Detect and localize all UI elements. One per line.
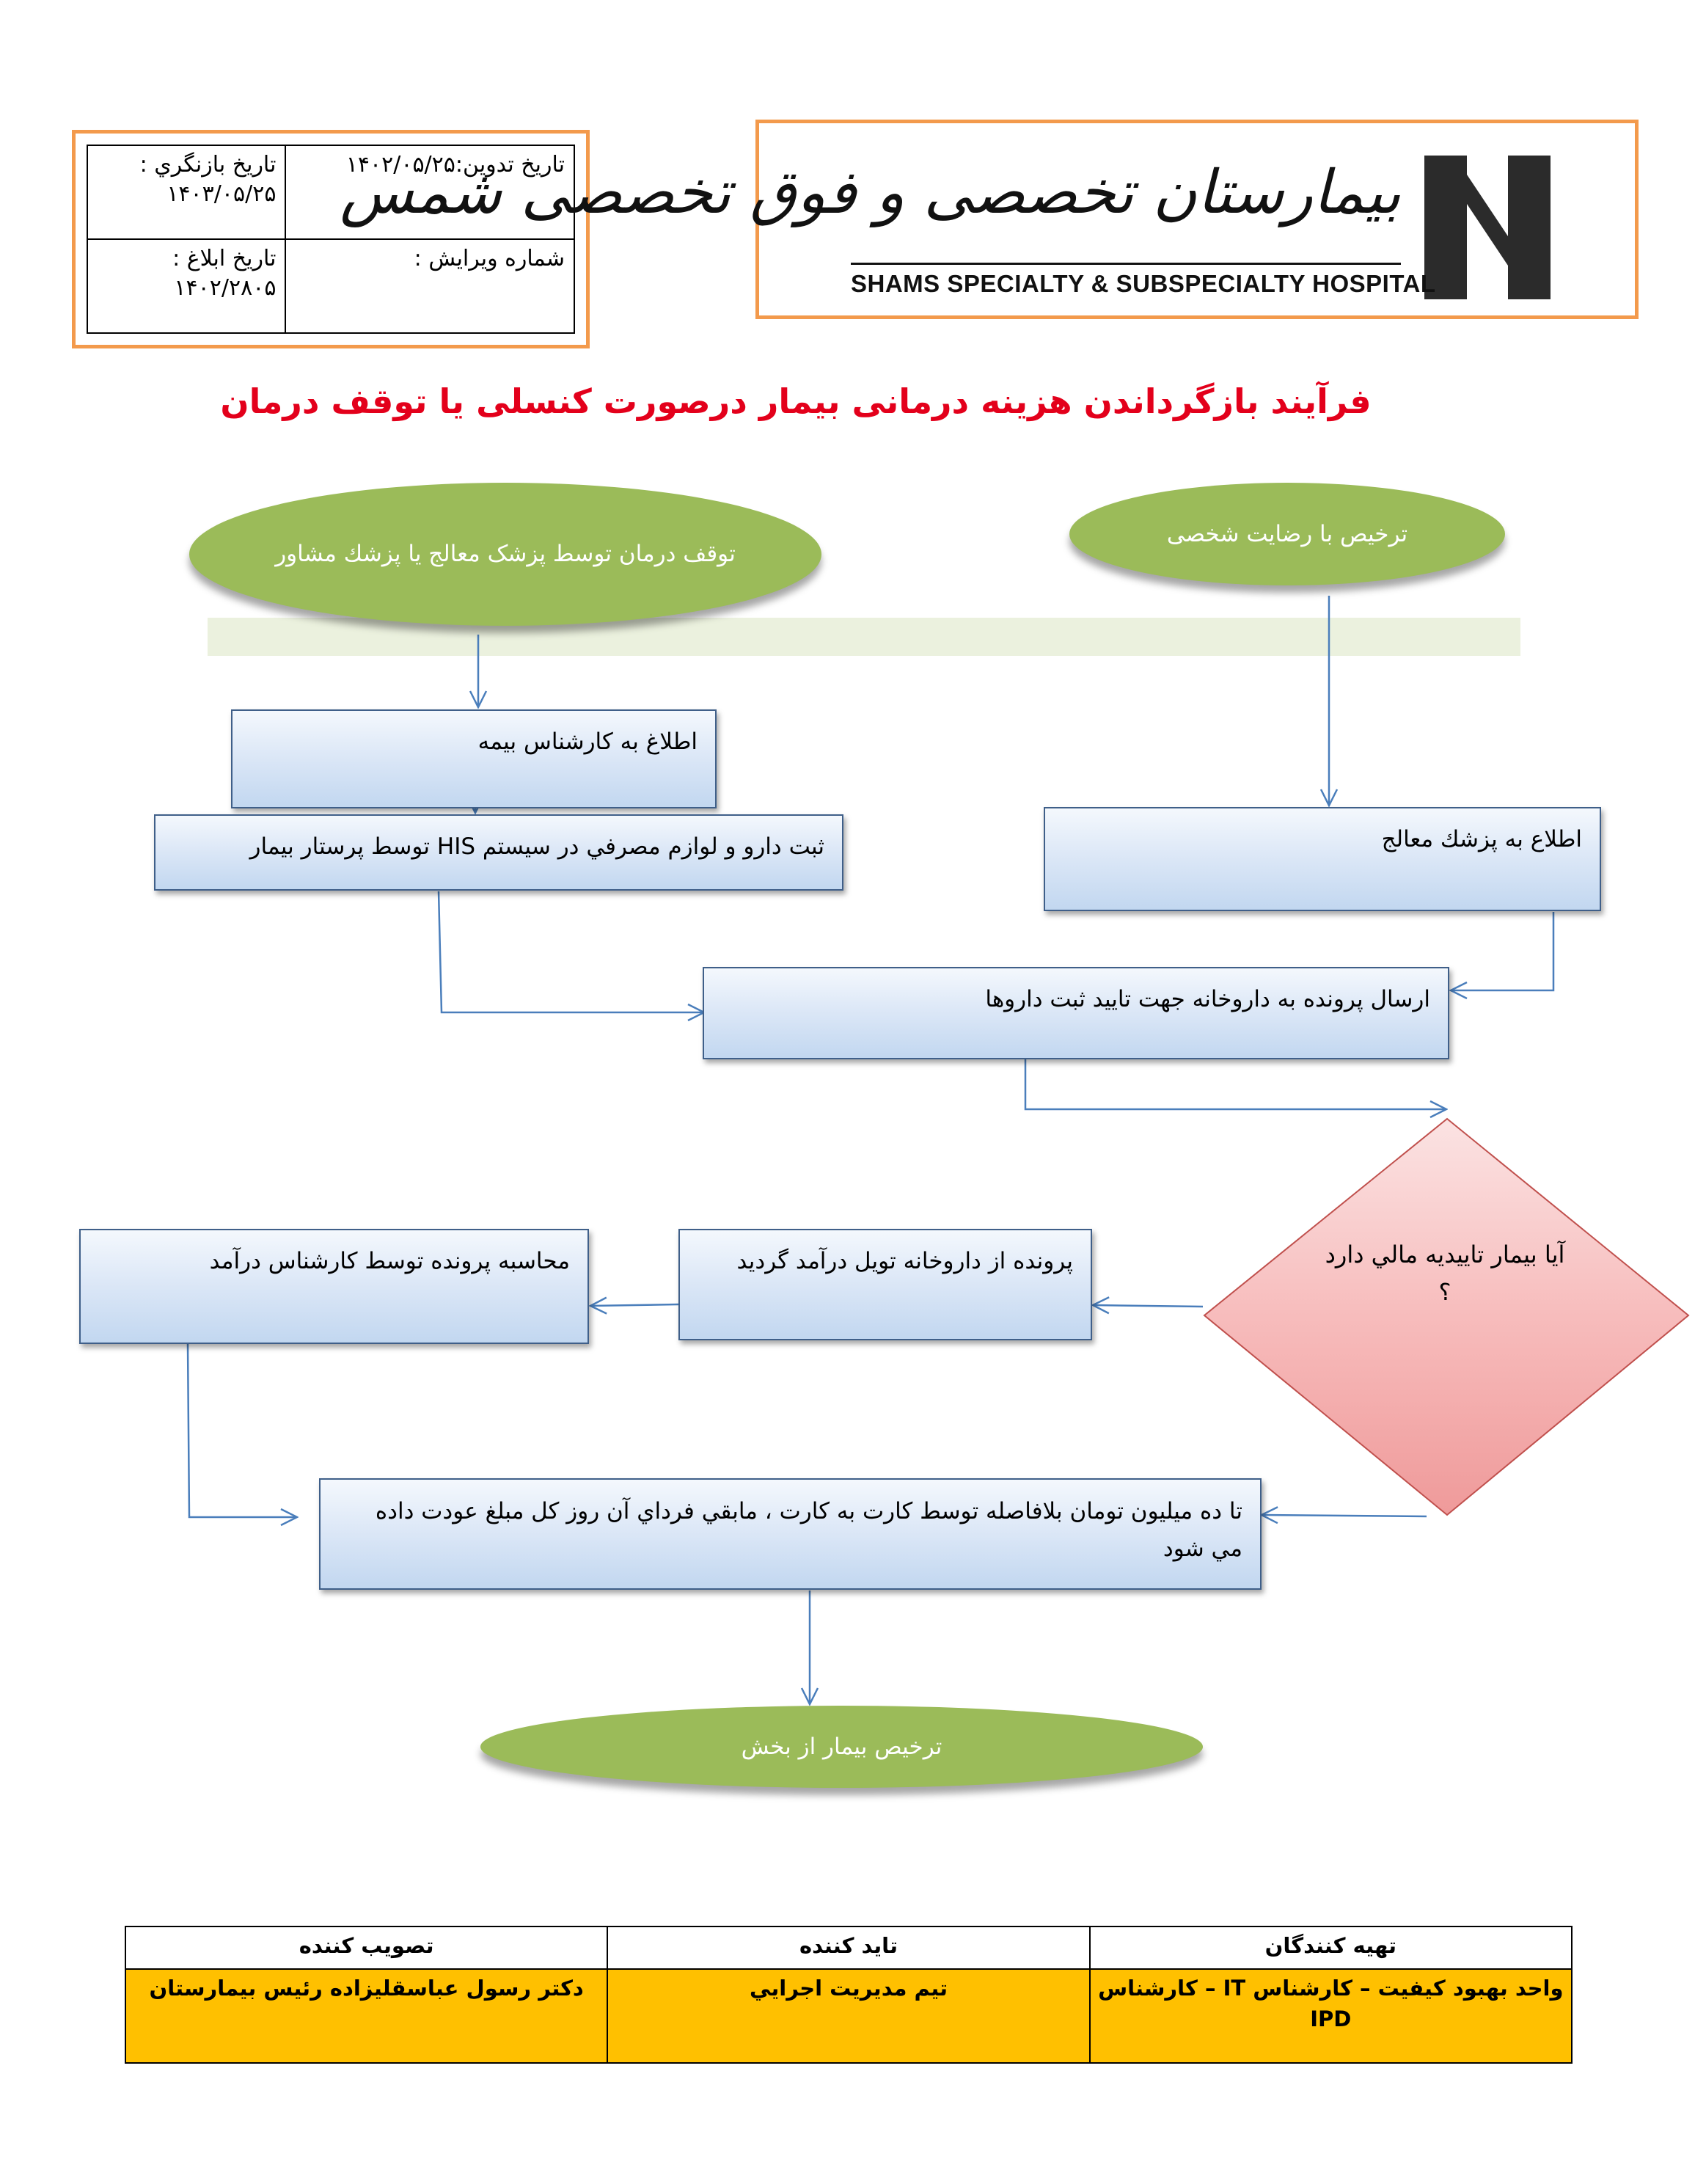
- box-register-drugs-text: ثبت دارو و لوازم مصرفي در سیستم HIS توسط…: [249, 833, 824, 860]
- box-send-pharmacy-text: ارسال پرونده به داروخانه جهت تایید ثبت د…: [985, 986, 1430, 1012]
- hospital-logo-frame: [755, 120, 1639, 319]
- start-oval-personal-discharge: ترخیص با رضایت شخصی: [1069, 483, 1505, 585]
- end-oval-discharge: ترخیص بیمار از بخش: [480, 1706, 1203, 1788]
- arrow-decision-to-refund: [1262, 1515, 1427, 1516]
- separator-band: [208, 618, 1520, 656]
- document-info-frame: [72, 130, 590, 348]
- notify-date: تاریخ ابلاغ : ۱۴۰۲/۲۸۰۵: [86, 238, 287, 334]
- box-notify-insurance-text: اطلاغ به کارشناس بیمه: [477, 728, 698, 755]
- date-compiled: تاریخ تدوین:۱۴۰۲/۰۵/۲۵: [285, 145, 575, 240]
- start-oval-personal-discharge-text: ترخیص با رضایت شخصی: [1166, 520, 1408, 547]
- box-pharmacy-to-revenue-text: پرونده از داروخانه تویل درآمد گردید: [736, 1248, 1074, 1274]
- cell-confirmer: تیم مدیریت اجرایي: [607, 1968, 1091, 2064]
- arrow-decision-to-revenue-transfer: [1093, 1305, 1204, 1307]
- header-preparers: تهیه کنندگان: [1088, 1926, 1573, 1970]
- decision-diamond: [1203, 1117, 1690, 1516]
- cell-approver: دکتر رسول عباسقلیزاده رئیس بیمارستان: [124, 1968, 609, 2064]
- hospital-logo-icon: [1424, 156, 1551, 299]
- arrow-register-to-pharmacy: [437, 891, 704, 1012]
- box-notify-physician-text: اطلاع به پزشك معالج: [1381, 826, 1582, 852]
- decision-text-block: آیا بیمار تاییدیه مالي دارد ؟: [1320, 1236, 1570, 1332]
- box-send-pharmacy: ارسال پرونده به داروخانه جهت تایید ثبت د…: [703, 967, 1449, 1059]
- document-info-table: تاریخ تدوین:۱۴۰۲/۰۵/۲۵ تاریخ بازنگري : ۱…: [86, 145, 575, 334]
- box-revenue-calculation-text: محاسبه پرونده توسط کارشناس درآمد: [209, 1248, 570, 1274]
- header-confirmer: تاید کننده: [607, 1926, 1091, 1970]
- review-date-label: تاریخ بازنگري :: [139, 152, 277, 178]
- start-oval-physician-stop: توقف درمان توسط پزشک معالج یا پزشك مشاور: [189, 483, 821, 626]
- header-approver: تصویب کننده: [124, 1926, 609, 1970]
- box-notify-insurance: اطلاغ به کارشناس بیمه: [231, 709, 717, 808]
- box-register-drugs: ثبت دارو و لوازم مصرفي در سیستم HIS توسط…: [154, 814, 843, 891]
- box-revenue-calculation: محاسبه پرونده توسط کارشناس درآمد: [79, 1229, 589, 1344]
- logo-divider: [851, 263, 1401, 265]
- arrow-transfer-to-revenue-calc: [590, 1304, 679, 1306]
- process-title: فرآیند بازگرداندن هزینه درمانی بیمار درص…: [220, 381, 1372, 421]
- edition-number: شماره ویرایش :: [285, 238, 575, 334]
- hospital-name-persian: بیمارستان تخصصی و فوق تخصصی شمس: [340, 158, 1401, 227]
- cell-preparers: واحد بهبود کیفیت – کارشناس IT – کارشناس …: [1088, 1968, 1573, 2064]
- review-date-value: ۱۴۰۳/۰۵/۲۵: [166, 180, 277, 207]
- box-refund-rule-text: تا ده میلیون تومان بلافاصله توسط کارت به…: [375, 1498, 1242, 1563]
- notify-date-value: ۱۴۰۲/۲۸۰۵: [174, 274, 277, 301]
- decision-text: آیا بیمار تاییدیه مالي دارد ؟: [1325, 1241, 1565, 1307]
- arrow-physician-to-pharmacy: [1451, 912, 1555, 990]
- box-refund-rule: تا ده میلیون تومان بلافاصله توسط کارت به…: [319, 1478, 1262, 1590]
- box-pharmacy-to-revenue: پرونده از داروخانه تویل درآمد گردید: [678, 1229, 1092, 1340]
- hospital-name-english: SHAMS SPECIALTY & SUBSPECIALTY HOSPITAL: [851, 270, 1436, 297]
- arrow-pharmacy-to-decision: [1024, 1059, 1446, 1109]
- start-oval-physician-stop-text: توقف درمان توسط پزشک معالج یا پزشك مشاور: [275, 541, 736, 568]
- approval-table: تهیه کنندگان تاید کننده تصویب کننده واحد…: [124, 1926, 1573, 2064]
- end-oval-discharge-text: ترخیص بیمار از بخش: [741, 1733, 942, 1760]
- arrow-revenue-calc-to-refund: [186, 1343, 297, 1517]
- box-notify-physician: اطلاع به پزشك معالج: [1044, 807, 1601, 911]
- review-date: تاریخ بازنگري : ۱۴۰۳/۰۵/۲۵: [86, 145, 287, 240]
- notify-date-label: تاریخ ابلاغ :: [172, 246, 277, 271]
